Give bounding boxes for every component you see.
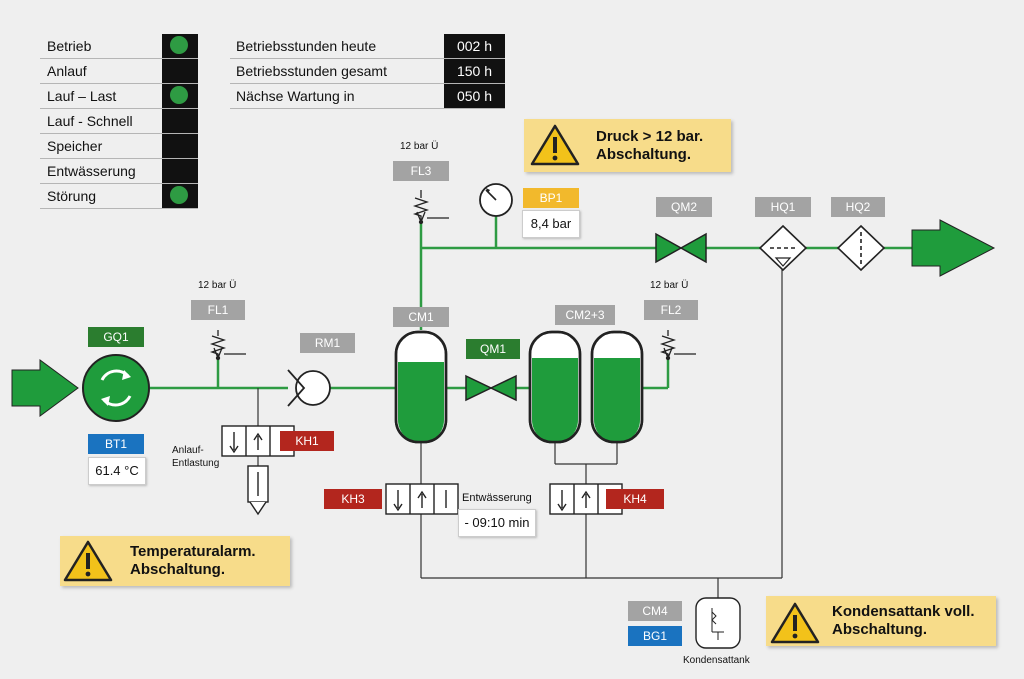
- condensate-alarm-line2: Abschaltung.: [832, 621, 928, 638]
- status-lamp: [162, 184, 198, 208]
- tag-hq1[interactable]: HQ1: [755, 197, 811, 217]
- inlet-arrow-icon: [11, 359, 79, 417]
- hours-value: 050 h: [444, 84, 505, 108]
- temperature-alarm-line2: Abschaltung.: [130, 561, 226, 578]
- status-row: Speicher: [40, 134, 198, 159]
- status-row: Lauf – Last: [40, 84, 198, 109]
- relief-valve-fl1-icon: [209, 330, 246, 361]
- tag-bg1[interactable]: BG1: [628, 626, 682, 646]
- tag-fl1[interactable]: FL1: [191, 300, 245, 320]
- green-pipes: [150, 216, 912, 390]
- tag-cm4[interactable]: CM4: [628, 601, 682, 621]
- tag-rm1[interactable]: RM1: [300, 333, 355, 353]
- filter-hq1-icon: [758, 224, 808, 272]
- status-label: Lauf - Schnell: [47, 113, 133, 129]
- tag-kh4[interactable]: KH4: [606, 489, 664, 509]
- hours-row: Betriebsstunden gesamt 150 h: [230, 59, 505, 84]
- status-label: Lauf – Last: [47, 88, 117, 104]
- indicator-light-icon: [170, 36, 188, 54]
- status-lamp: [162, 34, 198, 58]
- hours-value: 150 h: [444, 59, 505, 83]
- status-label: Speicher: [47, 138, 103, 154]
- condensate-tank-icon: [695, 597, 741, 649]
- indicator-light-icon: [170, 186, 188, 204]
- drain-timer-readout: - 09:10 min: [458, 509, 536, 537]
- tag-hq2[interactable]: HQ2: [831, 197, 885, 217]
- check-valve-icon: [287, 369, 331, 407]
- hours-label: Nächse Wartung in: [236, 88, 355, 104]
- tag-fl3[interactable]: FL3: [393, 161, 449, 181]
- relief-valve-fl3-icon: [412, 190, 449, 225]
- startup-relief-label-1: Anlauf-: [172, 445, 204, 456]
- fl1-setting-label: 12 bar Ü: [198, 280, 237, 291]
- receiver-tank-cm2-icon[interactable]: [528, 330, 582, 444]
- condensate-alarm-line1: Kondensattank voll.: [832, 603, 975, 620]
- tag-fl2[interactable]: FL2: [644, 300, 698, 320]
- hours-row: Betriebsstunden heute 002 h: [230, 34, 505, 59]
- hours-label: Betriebsstunden heute: [236, 38, 377, 54]
- relief-valve-fl2-icon: [659, 330, 696, 361]
- compressor-icon[interactable]: [82, 354, 150, 422]
- tag-qm2[interactable]: QM2: [656, 197, 712, 217]
- status-row: Lauf - Schnell: [40, 109, 198, 134]
- status-lamp: [162, 134, 198, 158]
- hours-value: 002 h: [444, 34, 505, 58]
- temperature-alarm: Temperaturalarm. Abschaltung.: [60, 536, 290, 586]
- status-row: Störung: [40, 184, 198, 209]
- tag-kh1[interactable]: KH1: [280, 431, 334, 451]
- status-label: Entwässerung: [47, 163, 136, 179]
- silencer-icon: [247, 465, 269, 516]
- pressure-alarm-line1: Druck > 12 bar.: [596, 128, 704, 145]
- pressure-gauge-icon: [479, 183, 513, 217]
- status-row: Betrieb: [40, 34, 198, 59]
- status-lamp: [162, 109, 198, 133]
- tag-bp1[interactable]: BP1: [523, 188, 579, 208]
- temperature-alarm-line1: Temperaturalarm.: [130, 543, 256, 560]
- pressure-alarm-line2: Abschaltung.: [596, 146, 692, 163]
- status-lamp: [162, 59, 198, 83]
- drainage-label: Entwässerung: [462, 492, 532, 504]
- tag-cm1[interactable]: CM1: [393, 307, 449, 327]
- tag-kh3[interactable]: KH3: [324, 489, 382, 509]
- status-label: Störung: [47, 188, 97, 204]
- status-lamp: [162, 159, 198, 183]
- status-label: Betrieb: [47, 38, 92, 54]
- fl2-setting-label: 12 bar Ü: [650, 280, 689, 291]
- condensate-tank-label: Kondensattank: [683, 655, 750, 666]
- drain-valve-kh3-icon: [385, 483, 459, 515]
- receiver-tank-cm3-icon[interactable]: [590, 330, 644, 444]
- status-row: Entwässerung: [40, 159, 198, 184]
- hours-label: Betriebsstunden gesamt: [236, 63, 387, 79]
- startup-relief-label-2: Entlastung: [172, 458, 220, 469]
- status-lamp: [162, 84, 198, 108]
- hours-row: Nächse Wartung in 050 h: [230, 84, 505, 109]
- condensate-alarm: Kondensattank voll. Abschaltung.: [766, 596, 996, 646]
- status-row: Anlauf: [40, 59, 198, 84]
- pressure-alarm: Druck > 12 bar. Abschaltung.: [524, 119, 731, 172]
- pressure-readout: 8,4 bar: [522, 210, 580, 238]
- tag-cm23[interactable]: CM2+3: [555, 305, 615, 325]
- outlet-arrow-icon: [911, 219, 996, 277]
- indicator-light-icon: [170, 86, 188, 104]
- valve-qm2-icon[interactable]: [655, 232, 707, 264]
- tag-qm1[interactable]: QM1: [466, 339, 520, 359]
- tag-gq1[interactable]: GQ1: [88, 327, 144, 347]
- filter-hq2-icon: [836, 224, 886, 272]
- valve-qm1-icon[interactable]: [465, 374, 517, 402]
- status-label: Anlauf: [47, 63, 87, 79]
- fl3-setting-label: 12 bar Ü: [400, 141, 439, 152]
- tag-bt1[interactable]: BT1: [88, 434, 144, 454]
- temperature-readout: 61.4 °C: [88, 457, 146, 485]
- drain-lines: [257, 262, 783, 598]
- receiver-tank-cm1-icon[interactable]: [394, 330, 448, 444]
